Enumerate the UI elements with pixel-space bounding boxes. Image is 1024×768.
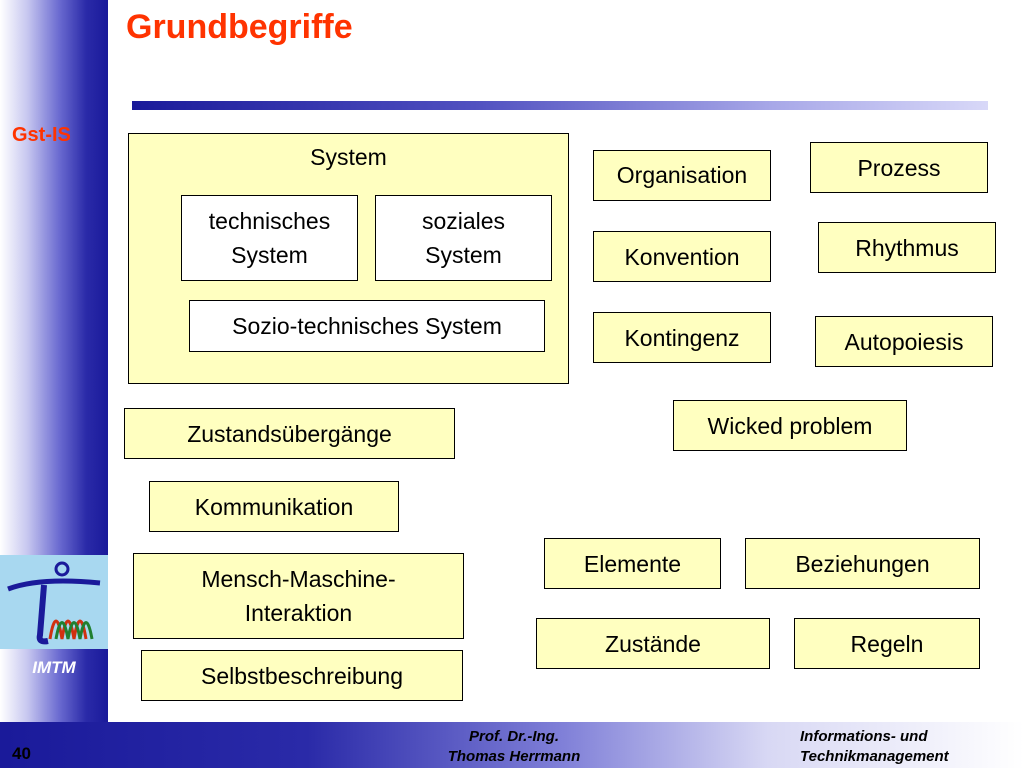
autopoiesis-box: Autopoiesis [815, 316, 993, 367]
selbstbeschreibung-box: Selbstbeschreibung [141, 650, 463, 701]
konvention-box: Konvention [593, 231, 771, 282]
imtm-logo-icon [0, 555, 108, 649]
footer-gradient-bar [0, 722, 1024, 768]
elemente-box: Elemente [544, 538, 721, 589]
rhythmus-box: Rhythmus [818, 222, 996, 273]
mensch-maschine-interaktion-box: Mensch-Maschine- Interaktion [133, 553, 464, 639]
title-divider [132, 101, 988, 110]
slide-title: Grundbegriffe [126, 8, 353, 46]
beziehungen-box: Beziehungen [745, 538, 980, 589]
left-gradient-bar [0, 0, 108, 768]
wicked-problem-box: Wicked problem [673, 400, 907, 451]
system-label: System [310, 144, 387, 170]
footer-author: Prof. Dr.-Ing. Thomas Herrmann [447, 728, 581, 765]
soziales-system-box: soziales System [375, 195, 552, 281]
kommunikation-box: Kommunikation [149, 481, 399, 532]
footer-department: Informations- und Technikmanagement [800, 728, 949, 765]
zustandsuebergaenge-box: Zustandsübergänge [124, 408, 455, 459]
sozio-technisches-system-box: Sozio-technisches System [189, 300, 545, 352]
regeln-box: Regeln [794, 618, 980, 669]
prozess-box: Prozess [810, 142, 988, 193]
course-code: Gst-IS [12, 124, 71, 146]
technisches-system-box: technisches System [181, 195, 358, 281]
organisation-box: Organisation [593, 150, 771, 201]
logo-label: IMTM [32, 658, 76, 677]
zustaende-box: Zustände [536, 618, 770, 669]
page-number: 40 [12, 744, 31, 763]
kontingenz-box: Kontingenz [593, 312, 771, 363]
